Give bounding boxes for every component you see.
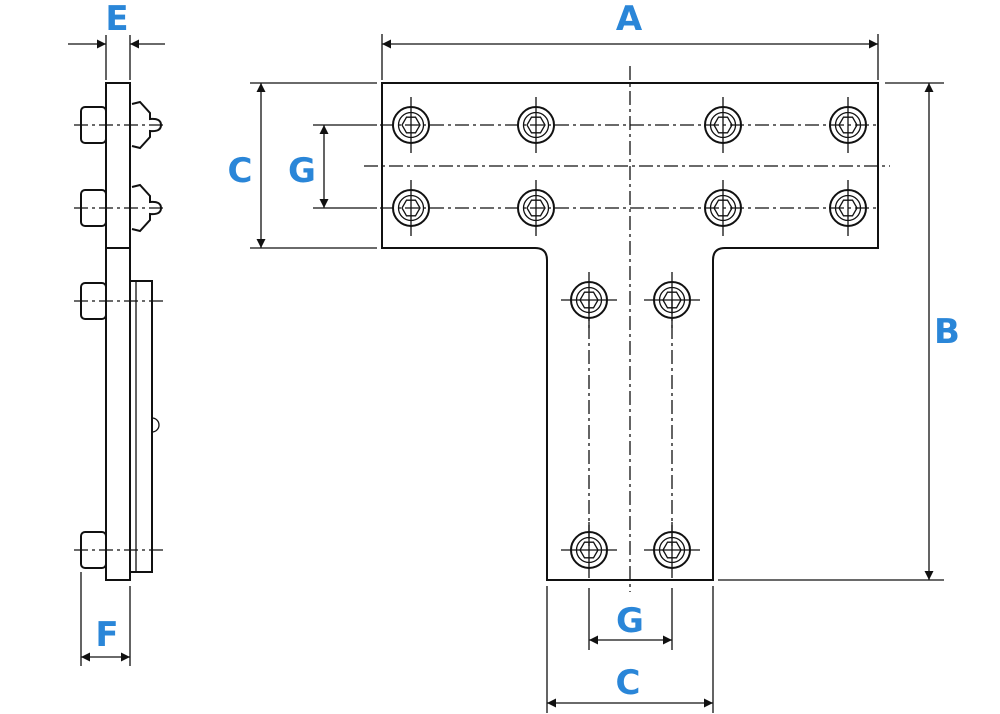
dimension-c-vertical: C <box>228 82 377 249</box>
dimension-label-g: G <box>288 151 316 191</box>
dimension-g-horizontal: G <box>588 588 673 650</box>
dimension-label-c: C <box>228 151 253 191</box>
side-nut <box>131 100 163 233</box>
side-bolt-head <box>80 106 107 569</box>
side-view: E F <box>68 0 166 666</box>
dimension-label-f: F <box>95 615 118 655</box>
dimension-label-a: A <box>616 0 643 39</box>
dimension-e: E <box>68 0 165 80</box>
side-bolt-centerline <box>74 124 166 551</box>
dimension-label-c: C <box>616 663 641 703</box>
dimension-label-b: B <box>934 312 960 352</box>
dimension-g-vertical: G <box>288 124 377 209</box>
front-centerline <box>364 66 890 592</box>
side-plate <box>105 82 131 581</box>
front-view: A B C G G <box>228 0 960 713</box>
dimension-f: F <box>80 572 131 666</box>
dimension-b: B <box>718 82 960 581</box>
dimension-a: A <box>381 0 879 80</box>
dimension-label-e: E <box>105 0 128 39</box>
dimension-label-g: G <box>616 601 644 641</box>
t-plate-outline <box>381 82 879 581</box>
side-lower-plate <box>129 280 153 573</box>
dimension-c-horizontal: C <box>546 586 714 713</box>
